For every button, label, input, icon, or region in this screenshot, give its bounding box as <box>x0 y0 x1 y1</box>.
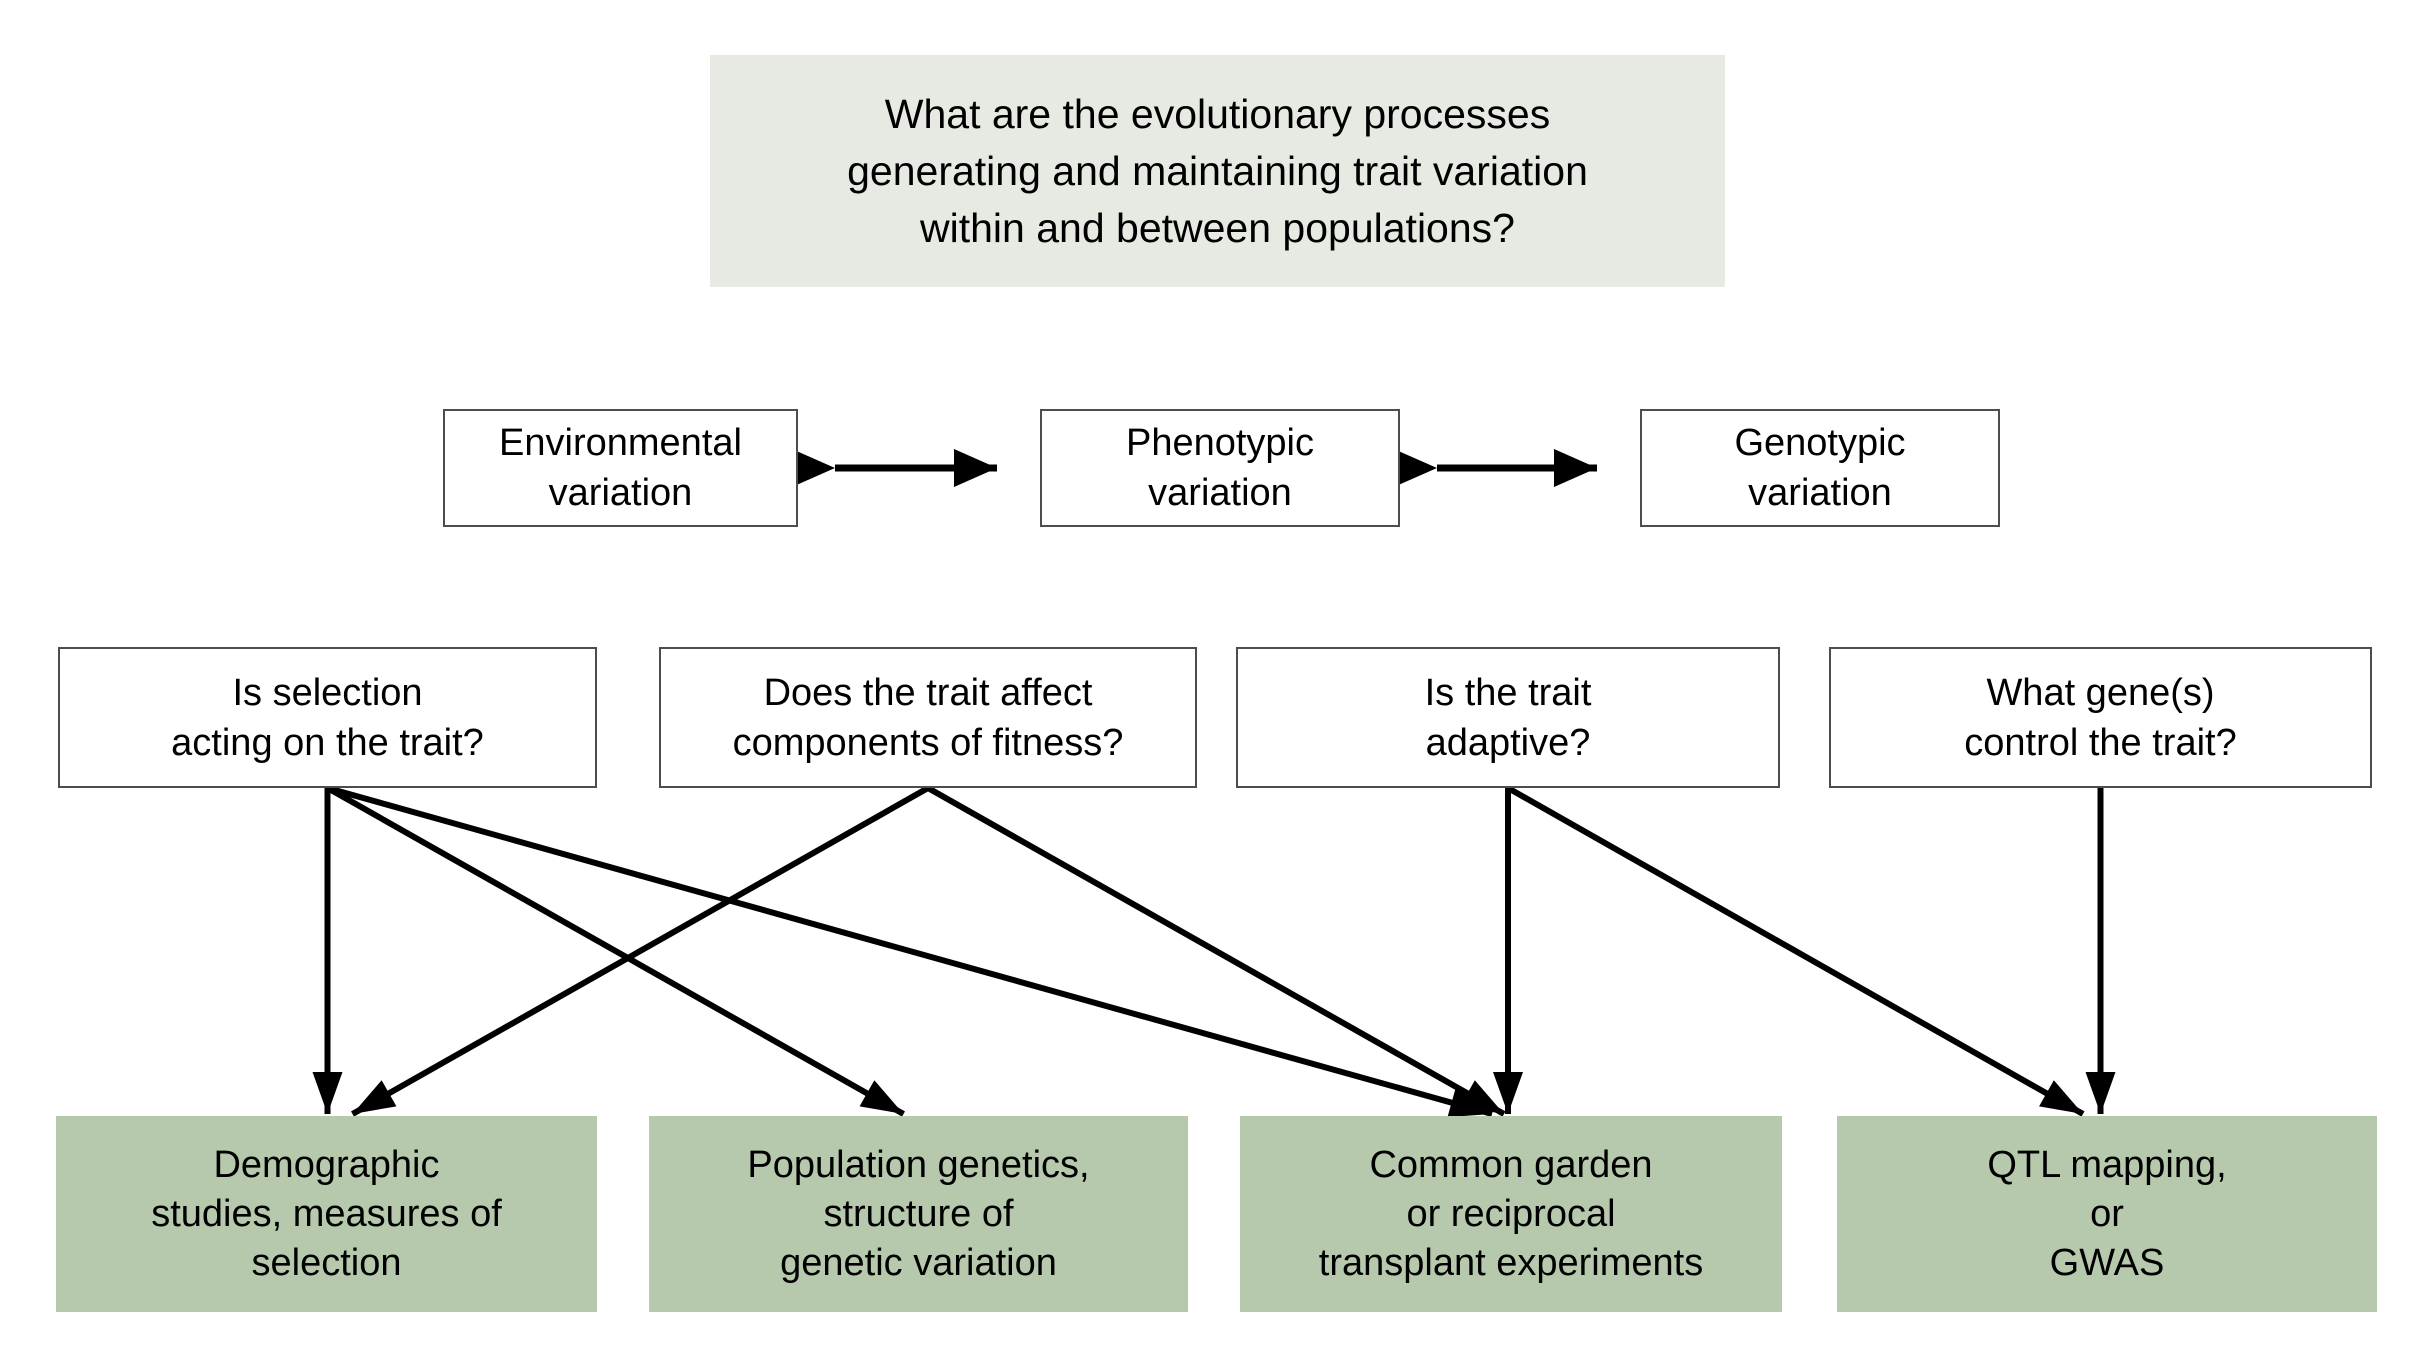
variation-box-genotypic: Genotypic variation <box>1640 409 2000 527</box>
variation-box-phenotypic: Phenotypic variation <box>1040 409 1400 527</box>
variation-box-environmental: Environmental variation <box>443 409 798 527</box>
method-box-demographic-studies: Demographic studies, measures of selecti… <box>56 1116 597 1312</box>
method-box-population-genetics: Population genetics, structure of geneti… <box>649 1116 1188 1312</box>
question-box-is-trait-adaptive: Is the trait adaptive? <box>1236 647 1780 788</box>
question-box-what-genes-control: What gene(s) control the trait? <box>1829 647 2372 788</box>
arrow-q_adaptive-m_qtl <box>1506 785 2085 1117</box>
method-box-common-garden: Common garden or reciprocal transplant e… <box>1240 1116 1782 1312</box>
arrow-q_fitness-m_commongarden <box>926 785 1506 1117</box>
arrow-q_selection-m_commongarden <box>326 785 1493 1118</box>
arrow-q_selection-m_popgen <box>326 785 905 1117</box>
question-box-trait-affect-fitness: Does the trait affect components of fitn… <box>659 647 1197 788</box>
title-box: What are the evolutionary processes gene… <box>710 55 1725 287</box>
arrow-q_fitness-m_demographic <box>351 785 930 1117</box>
question-box-is-selection-acting: Is selection acting on the trait? <box>58 647 597 788</box>
method-box-qtl-gwas: QTL mapping, or GWAS <box>1837 1116 2377 1312</box>
